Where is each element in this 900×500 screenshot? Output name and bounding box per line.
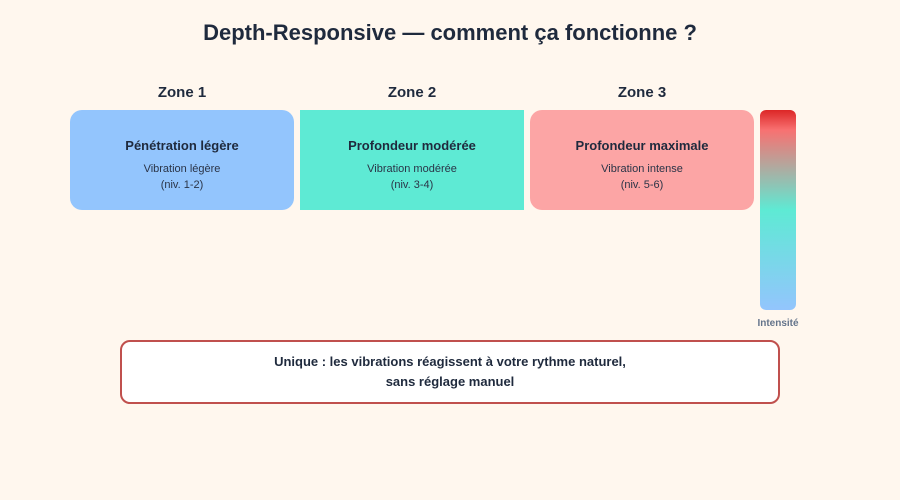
zone-3-box: Profondeur maximale Vibration intense (n… [530, 110, 754, 210]
zone-2-header: Zone 2 [387, 84, 437, 101]
zone-1-description: Vibration légère (niv. 1-2) [70, 161, 294, 193]
zone-3-description: Vibration intense (niv. 5-6) [530, 161, 754, 193]
diagram-title: Depth-Responsive — comment ça fonctionne… [203, 20, 697, 45]
zone-1-vibration: Vibration légère [143, 163, 221, 175]
zone-1-header: Zone 1 [157, 84, 207, 101]
zone-3-level: (niv. 5-6) [620, 179, 664, 191]
zone-1-box: Pénétration légère Vibration légère (niv… [70, 110, 294, 210]
zone-2-vibration: Vibration modérée [367, 163, 457, 175]
zone-3-header: Zone 3 [617, 84, 667, 101]
callout-line-1: Unique : les vibrations réagissent à vot… [274, 354, 626, 369]
zone-2-name: Profondeur modérée [348, 138, 476, 153]
callout-line-2: sans réglage manuel [385, 374, 515, 389]
zone-1-level: (niv. 1-2) [160, 179, 204, 191]
intensity-gauge [760, 110, 796, 310]
zone-2-description: Vibration modérée (niv. 3-4) [300, 161, 524, 193]
unique-feature-callout: Unique : les vibrations réagissent à vot… [120, 340, 780, 404]
zone-1-name: Pénétration légère [125, 138, 239, 153]
zone-2-box: Profondeur modérée Vibration modérée (ni… [300, 110, 524, 210]
zone-3-name: Profondeur maximale [575, 138, 709, 153]
zone-2-level: (niv. 3-4) [390, 179, 434, 191]
intensity-gauge-label: Intensité [757, 318, 799, 329]
zone-3-vibration: Vibration intense [601, 163, 683, 175]
